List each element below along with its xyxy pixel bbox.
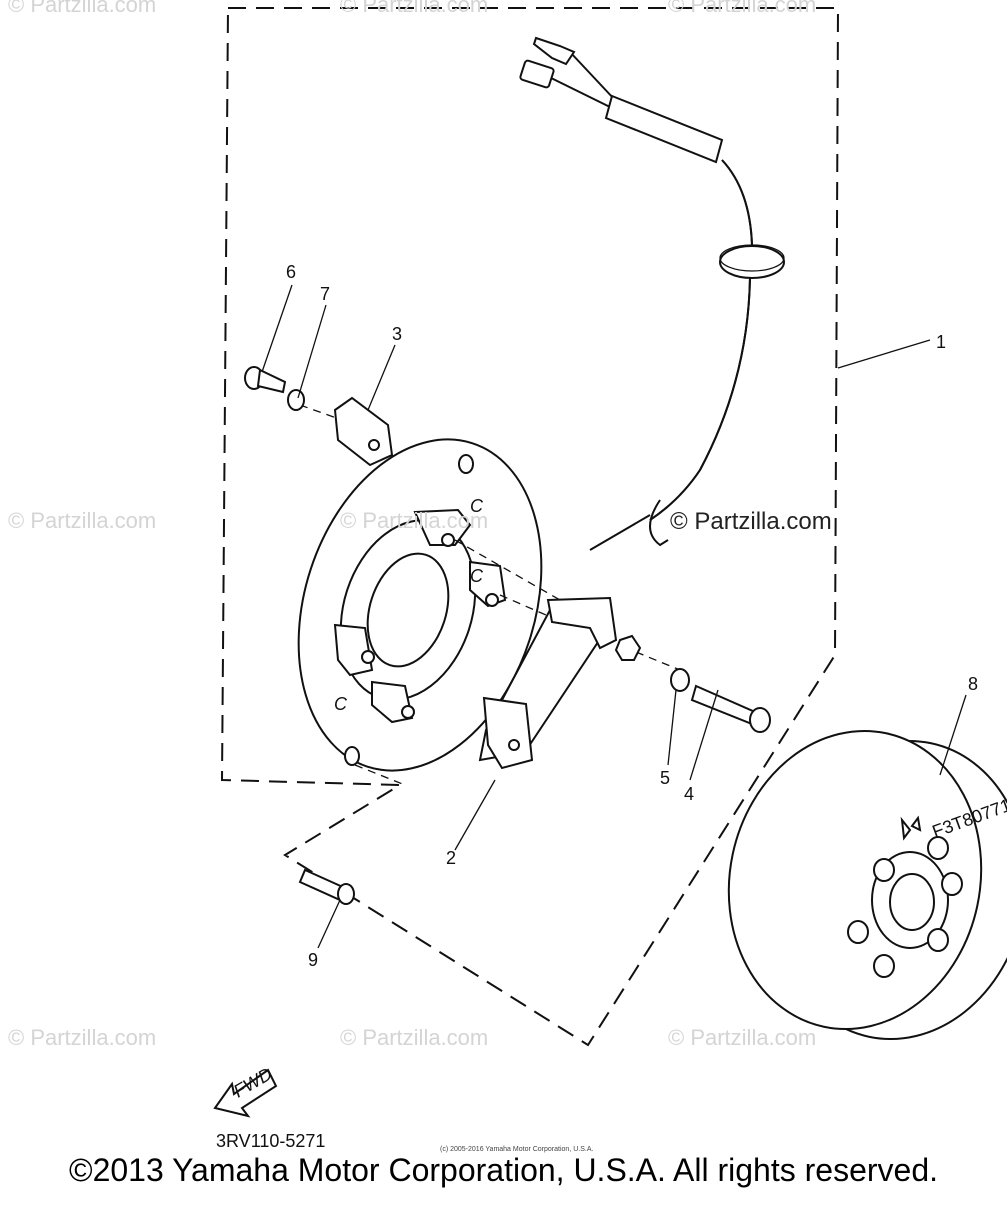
screw-part-6 — [244, 366, 287, 394]
rotor-part-8 — [727, 729, 1007, 1041]
callout-5: 5 — [660, 768, 670, 788]
watermark: © Partzilla.com — [8, 508, 157, 533]
callout-4: 4 — [684, 784, 694, 804]
watermark: © Partzilla.com — [8, 1025, 157, 1050]
watermark: © Partzilla.com — [668, 0, 817, 17]
callout-1: 1 — [936, 332, 946, 352]
callout-3: 3 — [392, 324, 402, 344]
screw-part-9 — [298, 868, 355, 905]
watermark: © Partzilla.com — [8, 0, 157, 17]
watermark: © Partzilla.com — [340, 1025, 489, 1050]
drawing-code: 3RV110-5271 — [216, 1131, 326, 1151]
stator-base-plate — [297, 438, 543, 772]
wire-harness — [519, 36, 785, 551]
assembly-boundary-dashed — [220, 7, 840, 1047]
callout-7: 7 — [320, 284, 330, 304]
stator-mark-c: C — [470, 566, 484, 586]
bracket-part-3 — [333, 396, 394, 467]
watermark: © Partzilla.com — [668, 1025, 817, 1050]
stator-mark-c: C — [470, 496, 484, 516]
nut — [614, 634, 642, 661]
watermark: © Partzilla.com — [340, 0, 489, 17]
copyright-notice: ©2013 Yamaha Motor Corporation, U.S.A. A… — [68, 1152, 939, 1188]
screw-part-4 — [690, 684, 771, 733]
fwd-arrow-icon: FWD — [213, 1064, 278, 1118]
washer-part-7 — [287, 389, 305, 411]
pulser-coil-part-2 — [478, 596, 618, 770]
callout-2: 2 — [446, 848, 456, 868]
watermark: © Partzilla.com — [340, 508, 489, 533]
small-copyright: (c) 2005-2016 Yamaha Motor Corporation, … — [440, 1146, 594, 1153]
callout-8: 8 — [968, 674, 978, 694]
watermark-main: © Partzilla.com — [668, 508, 834, 536]
stator-mark-c: C — [334, 694, 348, 714]
callout-9: 9 — [308, 950, 318, 970]
callout-6: 6 — [286, 262, 296, 282]
washer-part-5 — [670, 668, 690, 692]
